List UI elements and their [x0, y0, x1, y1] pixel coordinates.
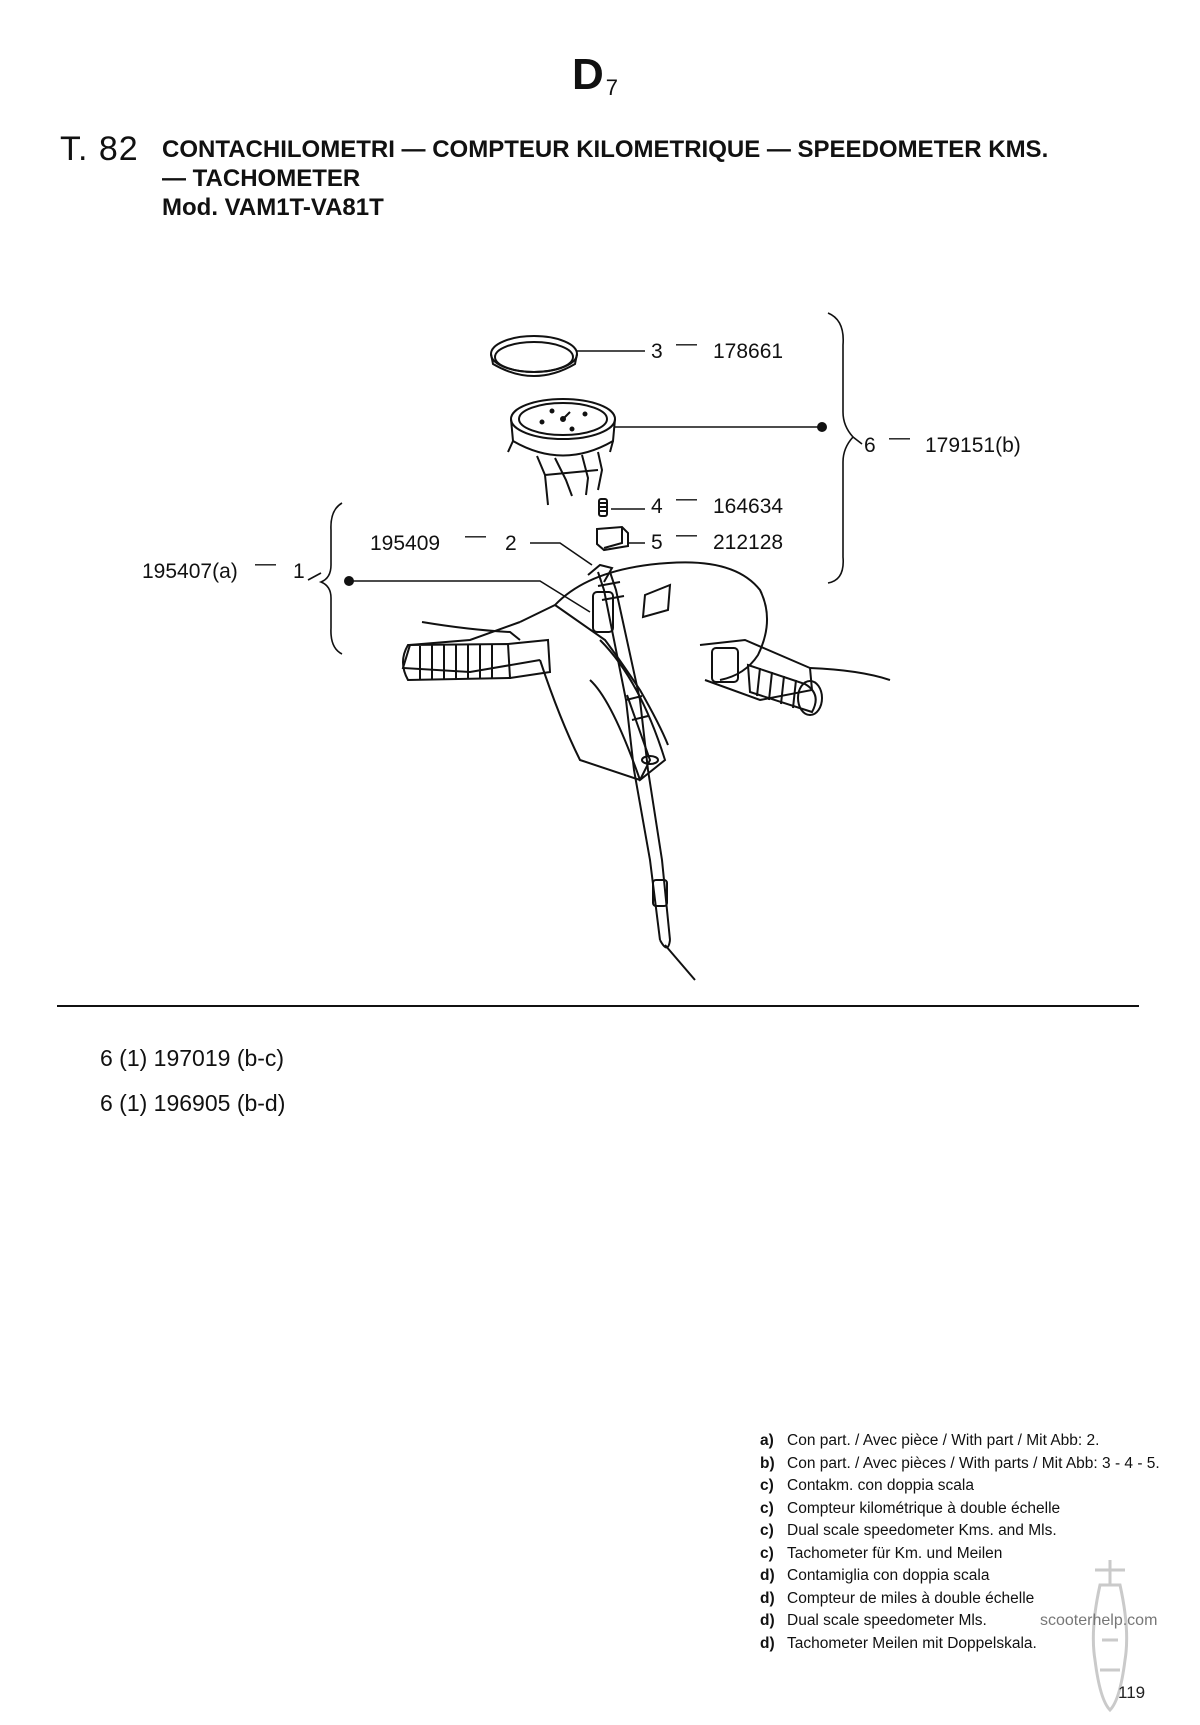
callout-4-part: 164634 [713, 495, 783, 518]
footnote-text: Compteur kilométrique à double échelle [787, 1499, 1061, 1517]
footnote: d) Compteur de miles à double échelle [760, 1588, 1160, 1611]
callout-1-part: 195407(a) [142, 560, 238, 583]
speedometer-head-illustration [507, 398, 616, 506]
footnote: b) Con part. / Avec pièces / With parts /… [760, 1453, 1160, 1476]
footnote: d) Dual scale speedometer Mls. [760, 1610, 1160, 1633]
footnote: c) Tachometer für Km. und Meilen [760, 1543, 1160, 1566]
footnote-key: d) [760, 1567, 775, 1584]
footnote-key: b) [760, 1454, 775, 1472]
footnote-text: Contamiglia con doppia scala [787, 1567, 990, 1584]
fitting-illustration [596, 525, 629, 552]
title-line-3: Mod. VAM1T-VA81T [162, 194, 384, 221]
callout-3-number: 3 [651, 340, 663, 363]
table-number: T. 82 [60, 130, 139, 168]
footnote: c) Dual scale speedometer Kms. and Mls. [760, 1520, 1160, 1543]
footnote-key: c) [760, 1499, 774, 1517]
footnote-text: Contakm. con doppia scala [787, 1477, 974, 1494]
footnote-text: Tachometer für Km. und Meilen [787, 1544, 1003, 1562]
callout-6-number: 6 [864, 434, 876, 457]
footnote-key: c) [760, 1477, 774, 1494]
callout-2-part: 195409 [370, 532, 440, 555]
footnote: c) Compteur kilométrique à double échelle [760, 1498, 1160, 1521]
section-subscript: 7 [605, 75, 619, 100]
footnote-text: Compteur de miles à double échelle [787, 1589, 1035, 1607]
callout-6-part: 179151(b) [925, 434, 1021, 457]
page-number: 119 [1118, 1683, 1146, 1702]
variant-item: 6 (1) 196905 (b-d) [100, 1090, 286, 1116]
footnote-text: Con part. / Avec pièce / With part / Mit… [787, 1432, 1100, 1449]
page-title: CONTACHILOMETRI — COMPTEUR KILOMETRIQUE … [162, 135, 1162, 222]
watermark-text: scooterhelp.com [1040, 1612, 1158, 1629]
callout-1-dash: — [255, 552, 276, 575]
left-grip-illustration [402, 638, 552, 682]
footnotes: a) Con part. / Avec pièce / With part / M… [760, 1430, 1160, 1655]
footnote-key: c) [760, 1522, 774, 1539]
footnote-key: c) [760, 1544, 774, 1562]
footnote: c) Contakm. con doppia scala [760, 1475, 1160, 1498]
footnote-text: Dual scale speedometer Kms. and Mls. [787, 1522, 1057, 1539]
callout-6-dash: — [889, 426, 910, 449]
screw-illustration [598, 498, 608, 517]
bezel-ring-illustration [490, 335, 578, 377]
leader-dots [344, 422, 827, 586]
footnote-key: a) [760, 1432, 774, 1449]
variant-list: 6 (1) 197019 (b-c) 6 (1) 196905 (b-d) [100, 1036, 285, 1126]
callout-5-part: 212128 [713, 531, 783, 554]
callout-5-dash: — [676, 523, 697, 546]
exploded-parts-diagram: 3 — 178661 6 — 179151(b) 4 — 164634 5 — … [142, 312, 1021, 981]
footnote-key: d) [760, 1612, 775, 1629]
callout-4-dash: — [676, 487, 697, 510]
callout-4-number: 4 [651, 495, 663, 518]
footnote-text: Dual scale speedometer Mls. [787, 1612, 987, 1629]
speedo-cable-illustration [587, 563, 696, 981]
footnote-text: Tachometer Meilen mit Doppelskala. [787, 1634, 1037, 1652]
footnote-text: Con part. / Avec pièces / With parts / M… [787, 1454, 1160, 1472]
footnote-key: d) [760, 1589, 775, 1607]
variant-item: 6 (1) 197019 (b-c) [100, 1045, 285, 1071]
callout-2-dash: — [465, 524, 486, 547]
scooter-watermark-icon [1091, 1560, 1129, 1713]
callout-2-number: 2 [505, 532, 517, 555]
section-code: D7 [572, 50, 618, 101]
footnote: d) Contamiglia con doppia scala [760, 1565, 1160, 1588]
leader-lines [307, 312, 863, 655]
callout-5-number: 5 [651, 531, 663, 554]
right-grip-illustration [746, 663, 823, 716]
section-divider [57, 1005, 1139, 1007]
section-letter: D [572, 50, 604, 99]
footnote: a) Con part. / Avec pièce / With part / M… [760, 1430, 1160, 1453]
title-line-1: CONTACHILOMETRI — COMPTEUR KILOMETRIQUE … [162, 136, 1049, 163]
callout-1-number: 1 [293, 560, 305, 583]
callout-3-dash: — [676, 332, 697, 355]
title-line-2: — TACHOMETER [162, 165, 361, 192]
footnote: d) Tachometer Meilen mit Doppelskala. [760, 1633, 1160, 1656]
footnote-key: d) [760, 1634, 775, 1652]
callout-3-part: 178661 [713, 340, 783, 363]
